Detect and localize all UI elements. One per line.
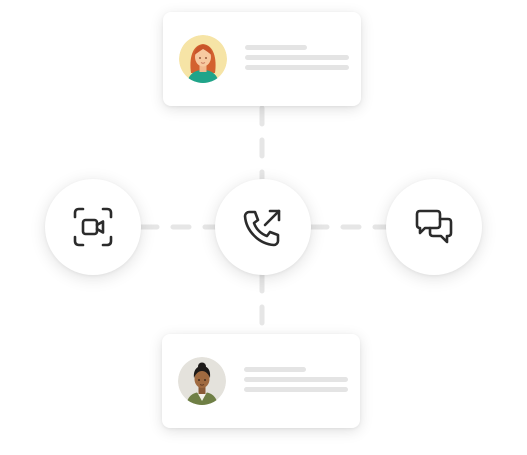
- contact-card-top[interactable]: [163, 12, 361, 106]
- man-avatar: [178, 357, 226, 405]
- contact-card-bottom[interactable]: [162, 334, 360, 428]
- detail-placeholder-line: [244, 377, 348, 382]
- name-placeholder-line: [245, 45, 307, 50]
- detail-placeholder-line: [245, 55, 349, 60]
- video-focus-icon: [73, 207, 113, 247]
- video-call-button[interactable]: [45, 179, 141, 275]
- phone-outgoing-icon: [243, 209, 281, 247]
- chat-button[interactable]: [386, 179, 482, 275]
- contact-details-placeholder: [245, 45, 349, 75]
- contact-details-placeholder: [244, 367, 348, 397]
- name-placeholder-line: [244, 367, 306, 372]
- chat-bubbles-icon: [415, 209, 453, 244]
- woman-avatar: [179, 35, 227, 83]
- detail-placeholder-line: [244, 387, 348, 392]
- detail-placeholder-line: [245, 65, 349, 70]
- phone-call-button[interactable]: [215, 179, 311, 275]
